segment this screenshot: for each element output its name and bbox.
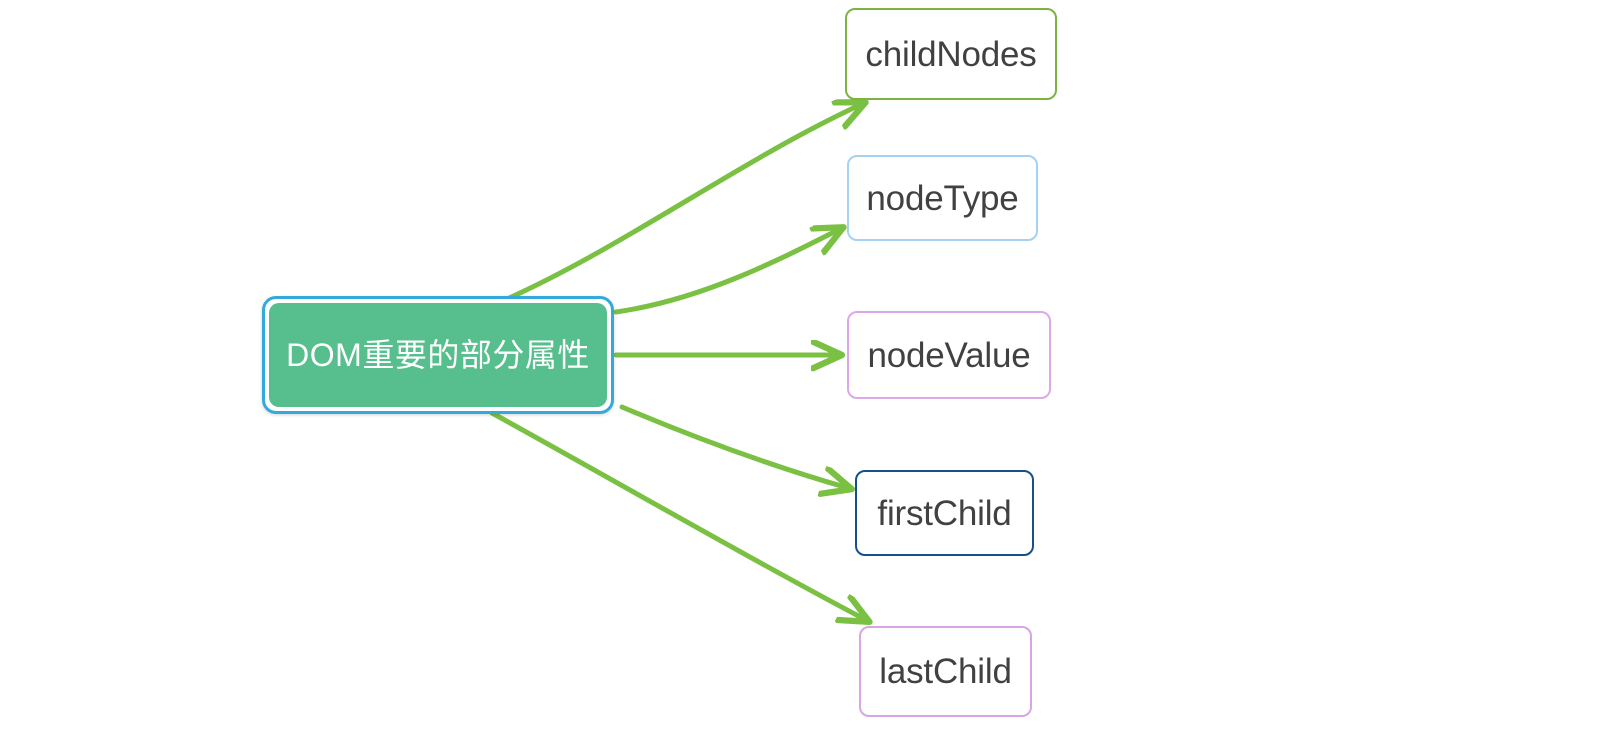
node-childnodes-label: childNodes (865, 34, 1037, 74)
node-nodetype[interactable]: nodeType (847, 155, 1038, 241)
node-root[interactable]: DOM重要的部分属性 (262, 296, 614, 414)
node-lastchild-label: lastChild (879, 652, 1012, 691)
node-root-label: DOM重要的部分属性 (286, 337, 590, 373)
node-lastchild[interactable]: lastChild (859, 626, 1032, 717)
node-firstchild[interactable]: firstChild (855, 470, 1034, 556)
node-childnodes[interactable]: childNodes (845, 8, 1057, 100)
node-nodetype-label: nodeType (866, 178, 1019, 218)
node-root-body: DOM重要的部分属性 (269, 303, 607, 407)
node-nodevalue-label: nodeValue (867, 335, 1031, 375)
edge-root-to-nodetype (613, 229, 840, 315)
edge-root-to-childnodes (495, 104, 862, 306)
node-nodevalue[interactable]: nodeValue (847, 311, 1051, 399)
edge-root-to-lastchild (489, 410, 866, 620)
node-firstchild-label: firstChild (877, 493, 1012, 533)
edge-root-to-firstchild (619, 404, 848, 488)
